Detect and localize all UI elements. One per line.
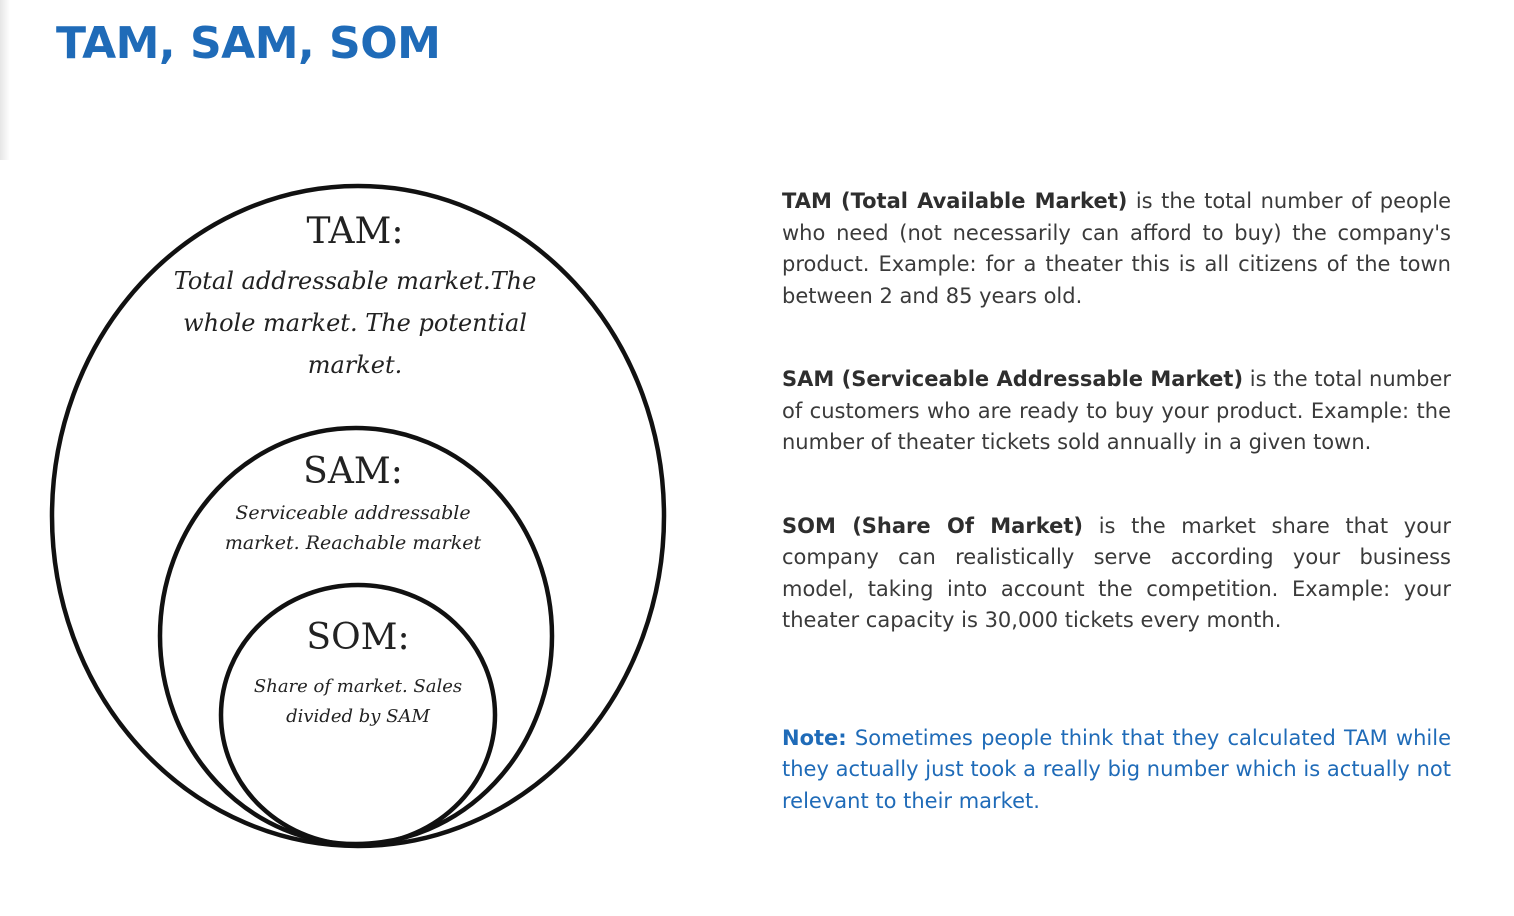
note-text: Sometimes people think that they calcula… [782, 725, 1451, 813]
sam-definition-term: SAM (Serviceable Addressable Market) [782, 367, 1244, 391]
note-term: Note: [782, 725, 847, 750]
note-paragraph: Note: Sometimes people think that they c… [782, 723, 1451, 818]
sam-ring-label: SAM: Serviceable addressable market. Rea… [203, 452, 503, 558]
sam-ring-title: SAM: [303, 451, 403, 492]
som-definition-text: is the market share that your company ca… [782, 513, 1451, 633]
page-title: TAM, SAM, SOM [56, 18, 441, 69]
tam-definition-text: is the total number of people who need (… [782, 189, 1451, 308]
som-ring-description: Share of market. Sales divided by SAM [253, 676, 463, 727]
som-definition-term: SOM (Share Of Market) [782, 513, 1083, 538]
som-definition: SOM (Share Of Market) is the market shar… [782, 511, 1451, 637]
slide-edge-shadow [0, 0, 10, 160]
sam-definition-text: is the total number of customers who are… [782, 367, 1452, 454]
som-ring-title: SOM: [306, 617, 410, 658]
tam-definition: TAM (Total Available Market) is the tota… [782, 186, 1451, 312]
tam-ring-title: TAM: [306, 211, 404, 252]
tam-definition-term: TAM (Total Available Market) [782, 189, 1128, 213]
nested-circles [49, 183, 667, 849]
tam-sam-som-diagram: TAM: Total addressable market.The whole … [0, 0, 700, 916]
tam-ring-label: TAM: Total addressable market.The whole … [165, 212, 545, 386]
sam-definition: SAM (Serviceable Addressable Market) is … [782, 364, 1451, 459]
som-circle [218, 582, 498, 848]
som-ring-label: SOM: Share of market. Sales divided by S… [248, 618, 468, 732]
tam-ring-description: Total addressable market.The whole marke… [173, 267, 537, 379]
definitions-panel: TAM (Total Available Market) is the tota… [782, 186, 1451, 817]
sam-ring-description: Serviceable addressable market. Reachabl… [224, 502, 482, 554]
